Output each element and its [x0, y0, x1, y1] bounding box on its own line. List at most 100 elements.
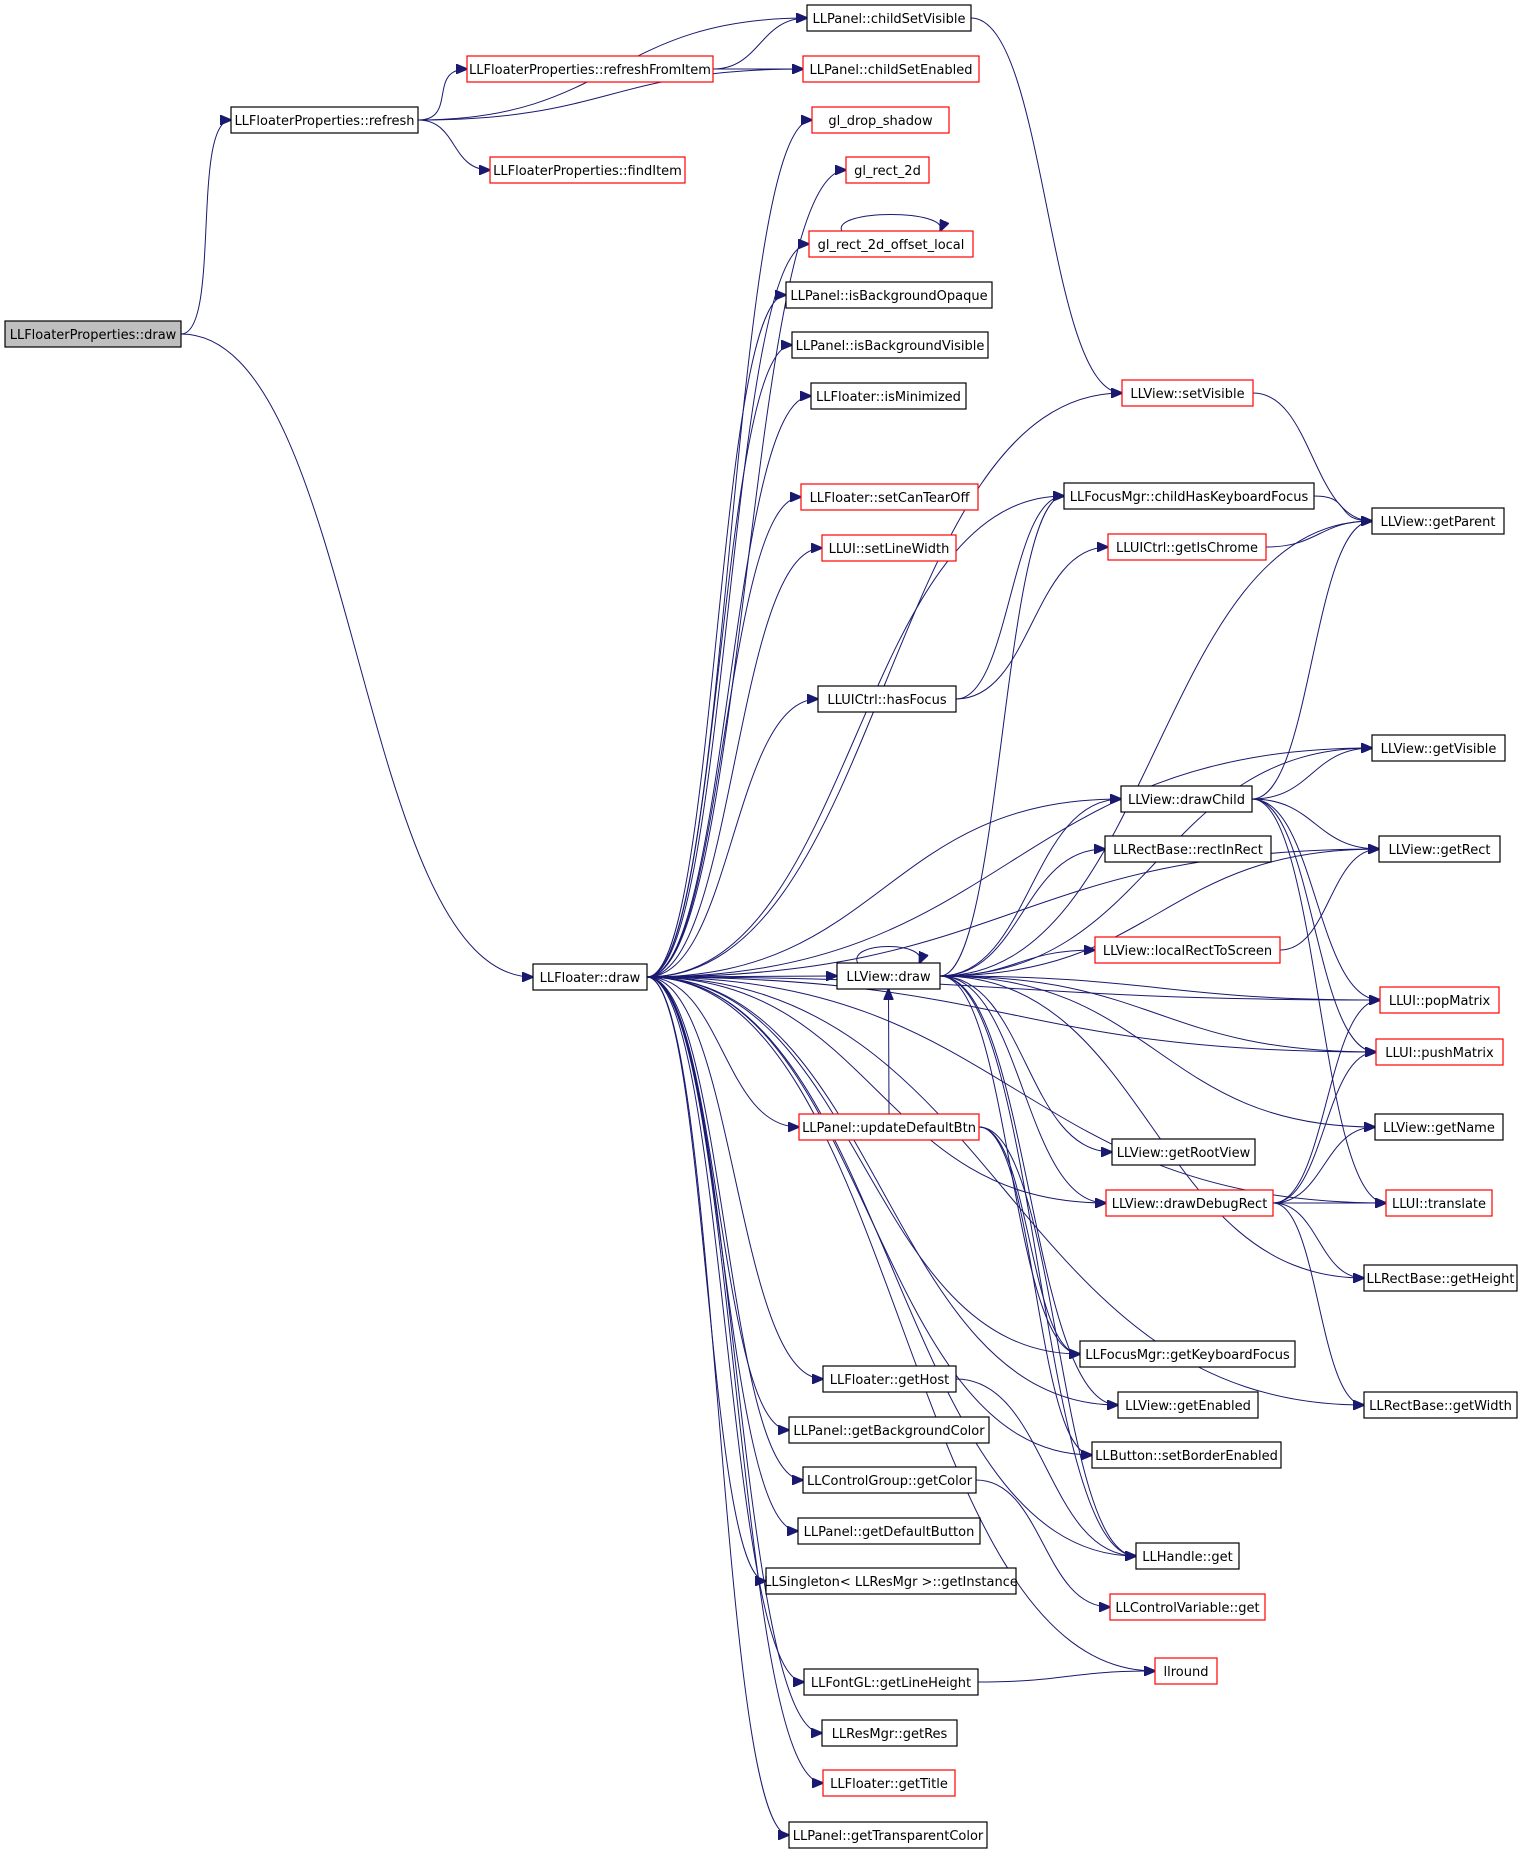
graph-node-label: LLControlVariable::get	[1115, 1601, 1259, 1616]
graph-node-n10[interactable]: LLPanel::isBackgroundOpaque	[785, 281, 993, 309]
graph-node-n6[interactable]: LLFloaterProperties::findItem	[489, 156, 686, 184]
graph-node-n13[interactable]: LLView::setVisible	[1121, 379, 1254, 407]
call-edge-n28-n39	[978, 1126, 1092, 1455]
call-edge-n4-n3	[712, 18, 807, 70]
graph-node-n16[interactable]: LLView::getParent	[1371, 507, 1505, 535]
graph-node-n9[interactable]: gl_rect_2d_offset_local	[808, 230, 974, 258]
graph-node-n40[interactable]: LLControlGroup::getColor	[802, 1466, 977, 1494]
graph-node-label: LLView::getName	[1383, 1121, 1495, 1136]
call-edge-n31-n29	[1272, 1127, 1375, 1204]
graph-node-n48[interactable]: LLFloater::getTitle	[822, 1769, 956, 1797]
graph-node-label: LLRectBase::getHeight	[1367, 1272, 1515, 1287]
graph-node-n21[interactable]: LLView::drawChild	[1120, 785, 1253, 813]
graph-node-box	[785, 281, 993, 309]
graph-node-n14[interactable]: LLFloater::setCanTearOff	[800, 483, 979, 511]
graph-node-n18[interactable]: LLUICtrl::getIsChrome	[1107, 533, 1267, 561]
graph-node-label: LLPanel::childSetVisible	[813, 12, 966, 27]
call-edge-n2-n48	[646, 976, 823, 1783]
call-edge-n31-n27	[1272, 1052, 1376, 1204]
graph-node-n31[interactable]: LLView::drawDebugRect	[1105, 1189, 1274, 1217]
graph-node-n29[interactable]: LLView::getName	[1374, 1113, 1504, 1141]
graph-node-label: LLFloater::getTitle	[830, 1777, 948, 1792]
graph-node-n33[interactable]: LLRectBase::getHeight	[1363, 1264, 1518, 1292]
graph-node-box	[797, 1517, 981, 1545]
graph-node-box	[1063, 482, 1315, 510]
graph-node-n4[interactable]: LLFloaterProperties::refreshFromItem	[466, 55, 714, 83]
graph-node-n26[interactable]: LLUI::popMatrix	[1379, 986, 1500, 1014]
graph-node-n38[interactable]: LLPanel::getBackgroundColor	[788, 1416, 990, 1444]
graph-node-label: LLView::drawChild	[1128, 793, 1245, 808]
graph-node-label: LLResMgr::getRes	[832, 1727, 948, 1742]
graph-node-label: LLUICtrl::hasFocus	[827, 693, 946, 708]
graph-node-n36[interactable]: LLView::getEnabled	[1117, 1391, 1259, 1419]
graph-node-n43[interactable]: LLSingleton< LLResMgr >::getInstance	[764, 1567, 1018, 1595]
graph-node-n41[interactable]: LLPanel::getDefaultButton	[797, 1517, 981, 1545]
graph-node-box	[4, 320, 182, 348]
graph-node-label: LLFloater::draw	[540, 971, 641, 986]
graph-node-n32[interactable]: LLUI::translate	[1385, 1189, 1493, 1217]
graph-node-n2[interactable]: LLFloater::draw	[532, 963, 648, 991]
graph-node-n23[interactable]: LLView::getRect	[1378, 835, 1501, 863]
graph-node-n19[interactable]: LLUICtrl::hasFocus	[817, 685, 957, 713]
call-edge-n2-n11	[646, 345, 792, 978]
call-edge-n2-n43	[646, 976, 766, 1581]
graph-node-box	[821, 534, 957, 562]
graph-node-n49[interactable]: LLPanel::getTransparentColor	[788, 1821, 988, 1849]
call-edge-n28-n42	[978, 1126, 1136, 1556]
graph-node-box	[845, 156, 930, 184]
graph-node-box	[1104, 835, 1272, 863]
call-edge-n2-n47	[646, 976, 822, 1733]
graph-node-n5[interactable]: LLPanel::childSetEnabled	[802, 55, 980, 83]
call-edge-n25-n42	[939, 975, 1136, 1556]
graph-node-box	[817, 685, 957, 713]
graph-node-label: LLPanel::getDefaultButton	[804, 1525, 975, 1540]
graph-node-n11[interactable]: LLPanel::isBackgroundVisible	[791, 331, 989, 359]
graph-node-n46[interactable]: LLFontGL::getLineHeight	[803, 1668, 979, 1696]
graph-node-label: LLUI::popMatrix	[1389, 994, 1491, 1009]
graph-node-n39[interactable]: LLButton::setBorderEnabled	[1091, 1441, 1282, 1469]
call-edge-n2-n40	[646, 976, 803, 1480]
graph-node-box	[788, 1416, 990, 1444]
graph-node-n17[interactable]: LLUI::setLineWidth	[821, 534, 957, 562]
call-edge-n2-n19	[646, 699, 818, 978]
graph-node-box	[1371, 734, 1506, 762]
call-edge-n2-n9	[646, 244, 809, 978]
graph-node-n8[interactable]: gl_rect_2d	[845, 156, 930, 184]
call-edge-n2-n35	[646, 976, 823, 1379]
call-edge-n25-n23	[939, 849, 1379, 977]
graph-node-n37[interactable]: LLRectBase::getWidth	[1363, 1391, 1518, 1419]
graph-node-label: LLView::localRectToScreen	[1103, 944, 1272, 959]
graph-node-n20[interactable]: LLView::getVisible	[1371, 734, 1506, 762]
graph-node-n15[interactable]: LLFocusMgr::childHasKeyboardFocus	[1063, 482, 1315, 510]
graph-node-n47[interactable]: LLResMgr::getRes	[821, 1719, 958, 1747]
graph-node-n28[interactable]: LLPanel::updateDefaultBtn	[798, 1113, 980, 1141]
graph-node-n24[interactable]: LLView::localRectToScreen	[1094, 936, 1281, 964]
graph-node-n30[interactable]: LLView::getRootView	[1111, 1138, 1256, 1166]
graph-node-n44[interactable]: LLControlVariable::get	[1109, 1593, 1266, 1621]
graph-node-box	[800, 483, 979, 511]
graph-node-box	[821, 1719, 958, 1747]
graph-node-n35[interactable]: LLFloater::getHost	[822, 1365, 957, 1393]
call-edge-n25-n21	[939, 799, 1121, 977]
call-edge-n13-n16	[1252, 392, 1372, 521]
graph-node-n25[interactable]: LLView::draw	[836, 962, 941, 990]
graph-node-box	[1363, 1264, 1518, 1292]
graph-node-n42[interactable]: LLHandle::get	[1135, 1542, 1240, 1570]
call-edge-n3-n13	[970, 17, 1122, 393]
graph-node-n22[interactable]: LLRectBase::rectInRect	[1104, 835, 1272, 863]
graph-node-label: LLView::drawDebugRect	[1112, 1197, 1268, 1212]
graph-node-n3[interactable]: LLPanel::childSetVisible	[806, 4, 972, 32]
graph-node-label: LLFloater::setCanTearOff	[810, 491, 971, 506]
call-edge-n40-n44	[975, 1479, 1110, 1607]
graph-node-n0[interactable]: LLFloaterProperties::draw	[4, 320, 182, 348]
graph-node-n45[interactable]: llround	[1154, 1657, 1218, 1685]
graph-node-n12[interactable]: LLFloater::isMinimized	[810, 382, 967, 410]
graph-node-n7[interactable]: gl_drop_shadow	[811, 106, 950, 134]
graph-node-n27[interactable]: LLUI::pushMatrix	[1375, 1038, 1504, 1066]
graph-node-n1[interactable]: LLFloaterProperties::refresh	[230, 106, 419, 134]
call-edge-n0-n1	[180, 120, 231, 335]
call-edge-n31-n37	[1272, 1202, 1364, 1405]
call-edge-n1-n4	[417, 69, 467, 121]
call-edge-n2-n10	[646, 295, 786, 978]
graph-node-n34[interactable]: LLFocusMgr::getKeyboardFocus	[1079, 1340, 1296, 1368]
